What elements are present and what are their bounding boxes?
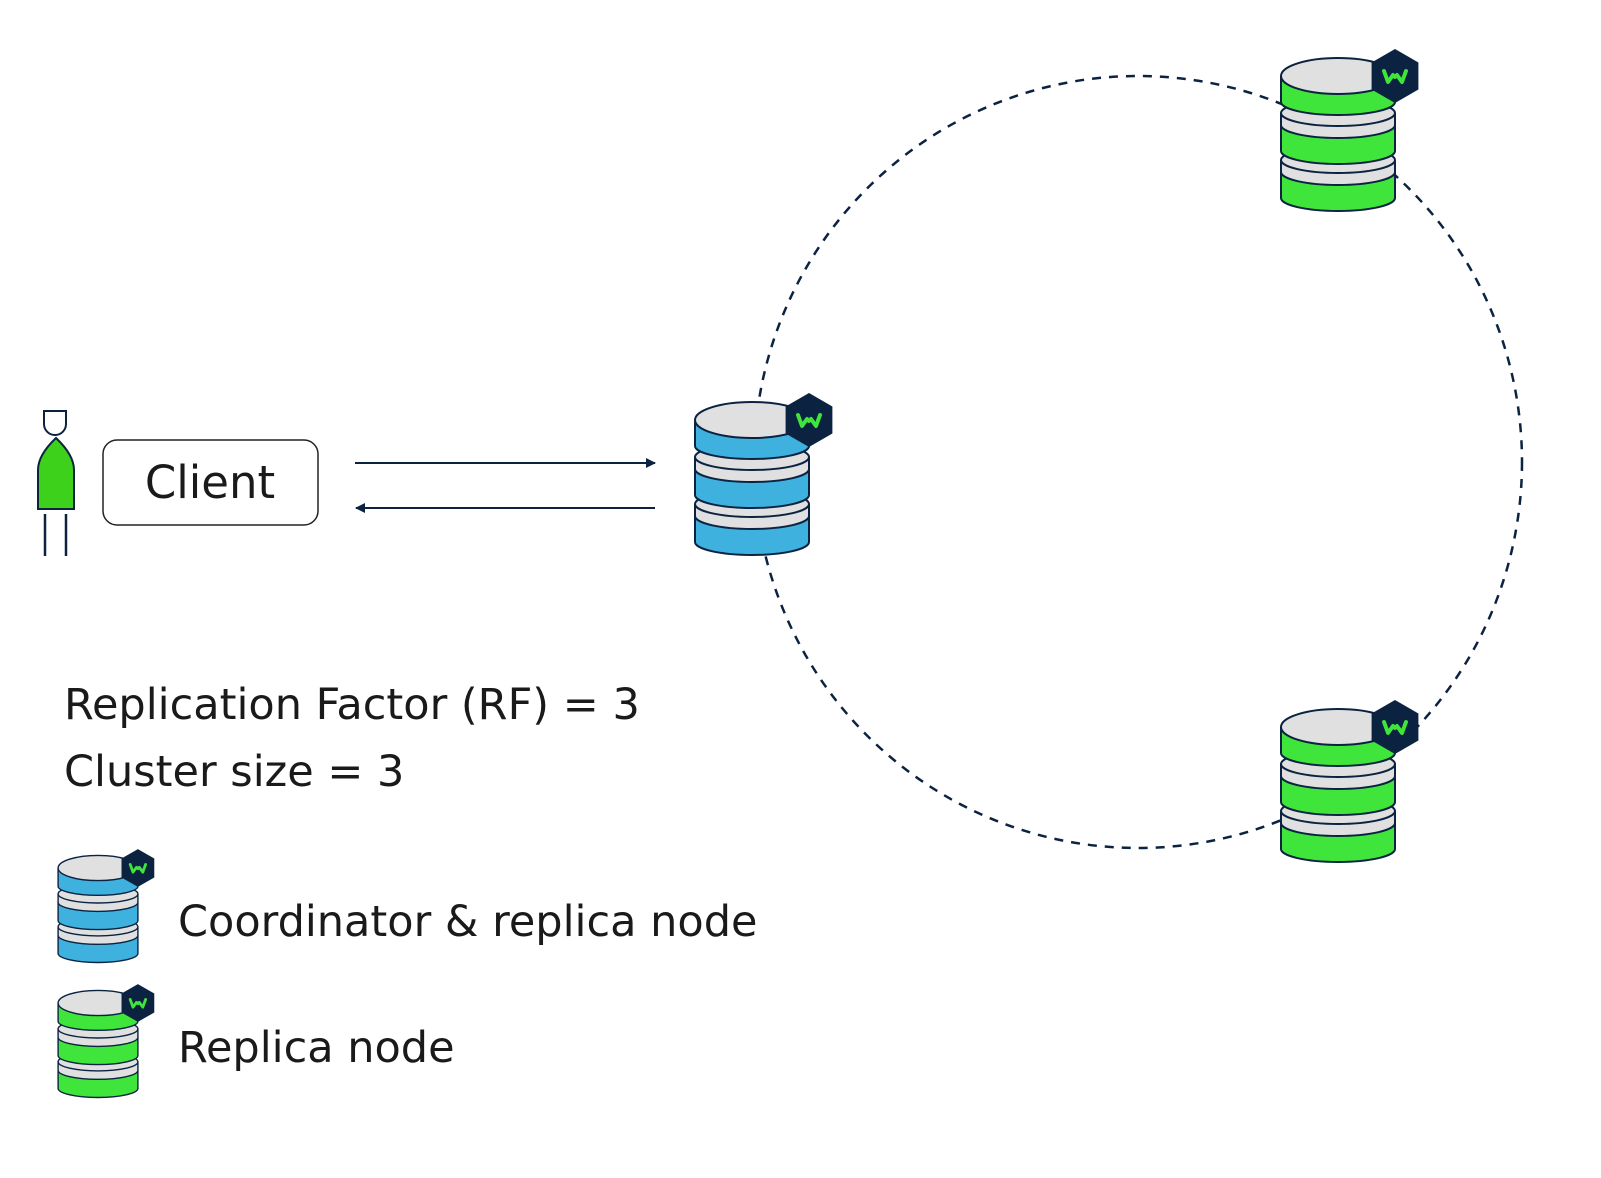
- replica-node-bottom: [1280, 698, 1421, 863]
- replica-node-top: [1280, 47, 1421, 212]
- person-icon: [37, 410, 75, 556]
- legend-replica-icon: [57, 982, 156, 1099]
- cluster-size-text: Cluster size = 3: [64, 747, 404, 797]
- replication-factor-text: Replication Factor (RF) = 3: [64, 680, 640, 730]
- client-box: Client: [102, 439, 319, 526]
- client-label: Client: [145, 456, 275, 509]
- legend-replica-label: Replica node: [178, 1023, 455, 1073]
- coordinator-node: [694, 391, 835, 556]
- legend-coordinator-icon: [57, 847, 156, 964]
- legend-coordinator-label: Coordinator & replica node: [178, 897, 757, 947]
- legend: Coordinator & replica node Replica node: [57, 847, 757, 1099]
